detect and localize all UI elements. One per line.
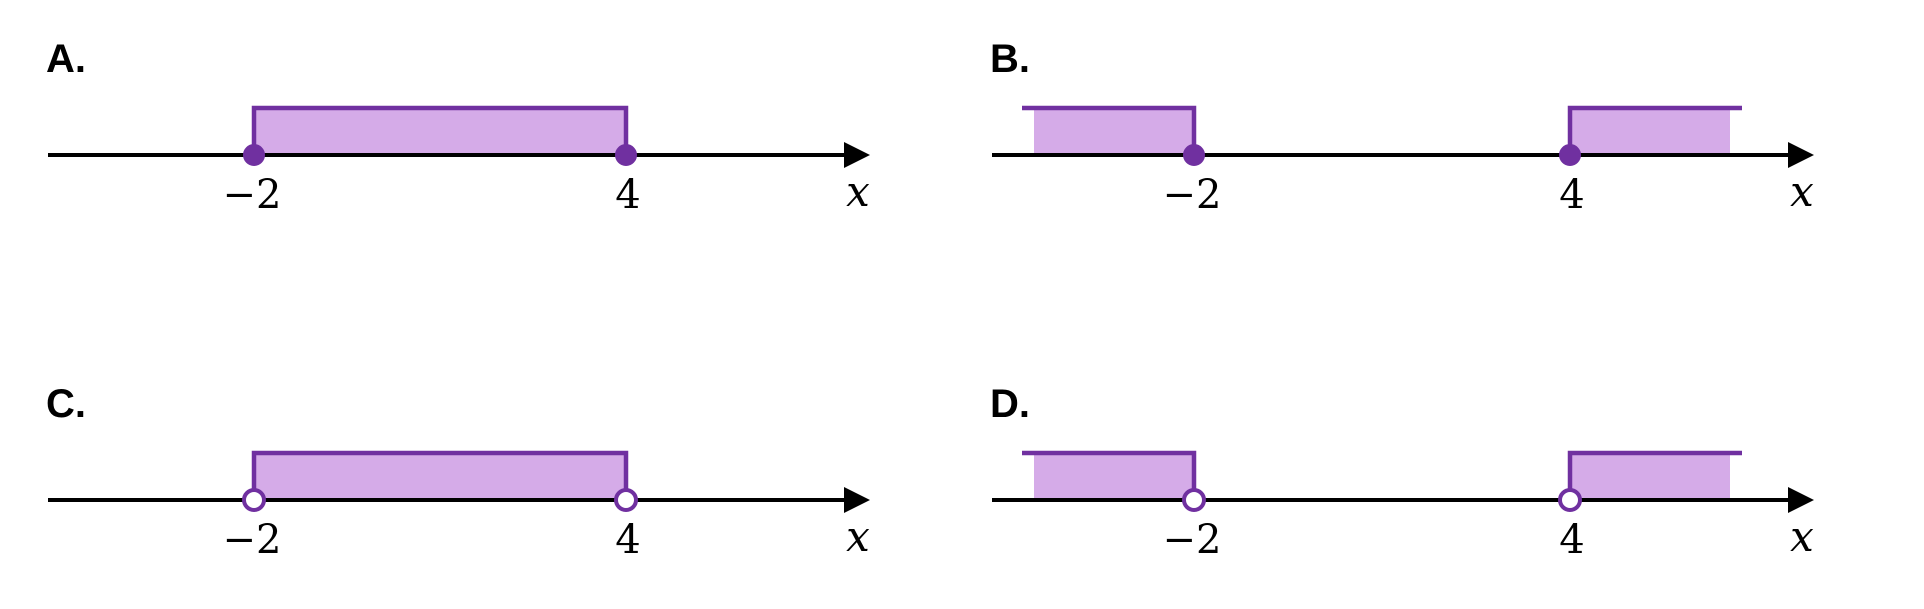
option-a-tick-label: −2	[223, 172, 282, 218]
option-c-label: C.	[46, 382, 86, 426]
option-c-right-endpoint	[614, 488, 638, 512]
option-a-variable-label: x	[846, 167, 870, 216]
option-a-region-outline	[251, 105, 629, 155]
option-d-shaded-region-right	[1570, 453, 1730, 500]
option-d-tick-label: −2	[1163, 517, 1222, 563]
option-c-axis-arrow-icon	[844, 487, 870, 513]
option-a-right-endpoint	[615, 144, 637, 166]
option-d-axis-arrow-icon	[1788, 487, 1814, 513]
option-b-axis-arrow-icon	[1788, 142, 1814, 168]
option-a-panel[interactable]: A. −2 4 x	[46, 37, 870, 218]
option-b-region-outline-left	[1022, 105, 1197, 155]
option-d-region-outline-right	[1567, 450, 1742, 500]
option-b-panel[interactable]: B. −2 4 x	[990, 37, 1814, 218]
number-line: −2 4 x	[48, 450, 870, 563]
option-d-region-outline-left	[1022, 450, 1197, 500]
option-d-shaded-region-left	[1034, 453, 1194, 500]
option-c-region-outline	[251, 450, 629, 500]
option-d-tick-label: 4	[1559, 517, 1584, 563]
number-line: −2 4 x	[992, 450, 1814, 563]
option-c-panel[interactable]: C. −2 4 x	[46, 382, 870, 563]
option-b-region-outline-right	[1567, 105, 1742, 155]
option-a-left-endpoint	[243, 144, 265, 166]
number-line: −2 4 x	[992, 105, 1814, 218]
option-c-tick-label: 4	[615, 517, 640, 563]
option-b-left-endpoint	[1183, 144, 1205, 166]
option-c-shaded-region	[254, 453, 626, 500]
option-b-right-endpoint	[1559, 144, 1581, 166]
option-d-panel[interactable]: D. −2 4 x	[990, 382, 1814, 563]
option-c-left-endpoint	[242, 488, 266, 512]
option-a-shaded-region	[254, 108, 626, 155]
option-a-label: A.	[46, 37, 86, 81]
option-b-tick-label: −2	[1163, 172, 1222, 218]
option-a-tick-label: 4	[615, 172, 640, 218]
option-b-variable-label: x	[1790, 167, 1814, 216]
option-d-right-endpoint	[1558, 488, 1582, 512]
option-b-shaded-region-right	[1570, 108, 1730, 155]
number-line: −2 4 x	[48, 105, 870, 218]
option-d-left-endpoint	[1182, 488, 1206, 512]
option-d-label: D.	[990, 382, 1030, 426]
option-b-tick-label: 4	[1559, 172, 1584, 218]
option-b-label: B.	[990, 37, 1030, 81]
option-b-shaded-region-left	[1034, 108, 1194, 155]
option-c-variable-label: x	[846, 512, 870, 561]
option-d-variable-label: x	[1790, 512, 1814, 561]
option-a-axis-arrow-icon	[844, 142, 870, 168]
option-c-tick-label: −2	[223, 517, 282, 563]
